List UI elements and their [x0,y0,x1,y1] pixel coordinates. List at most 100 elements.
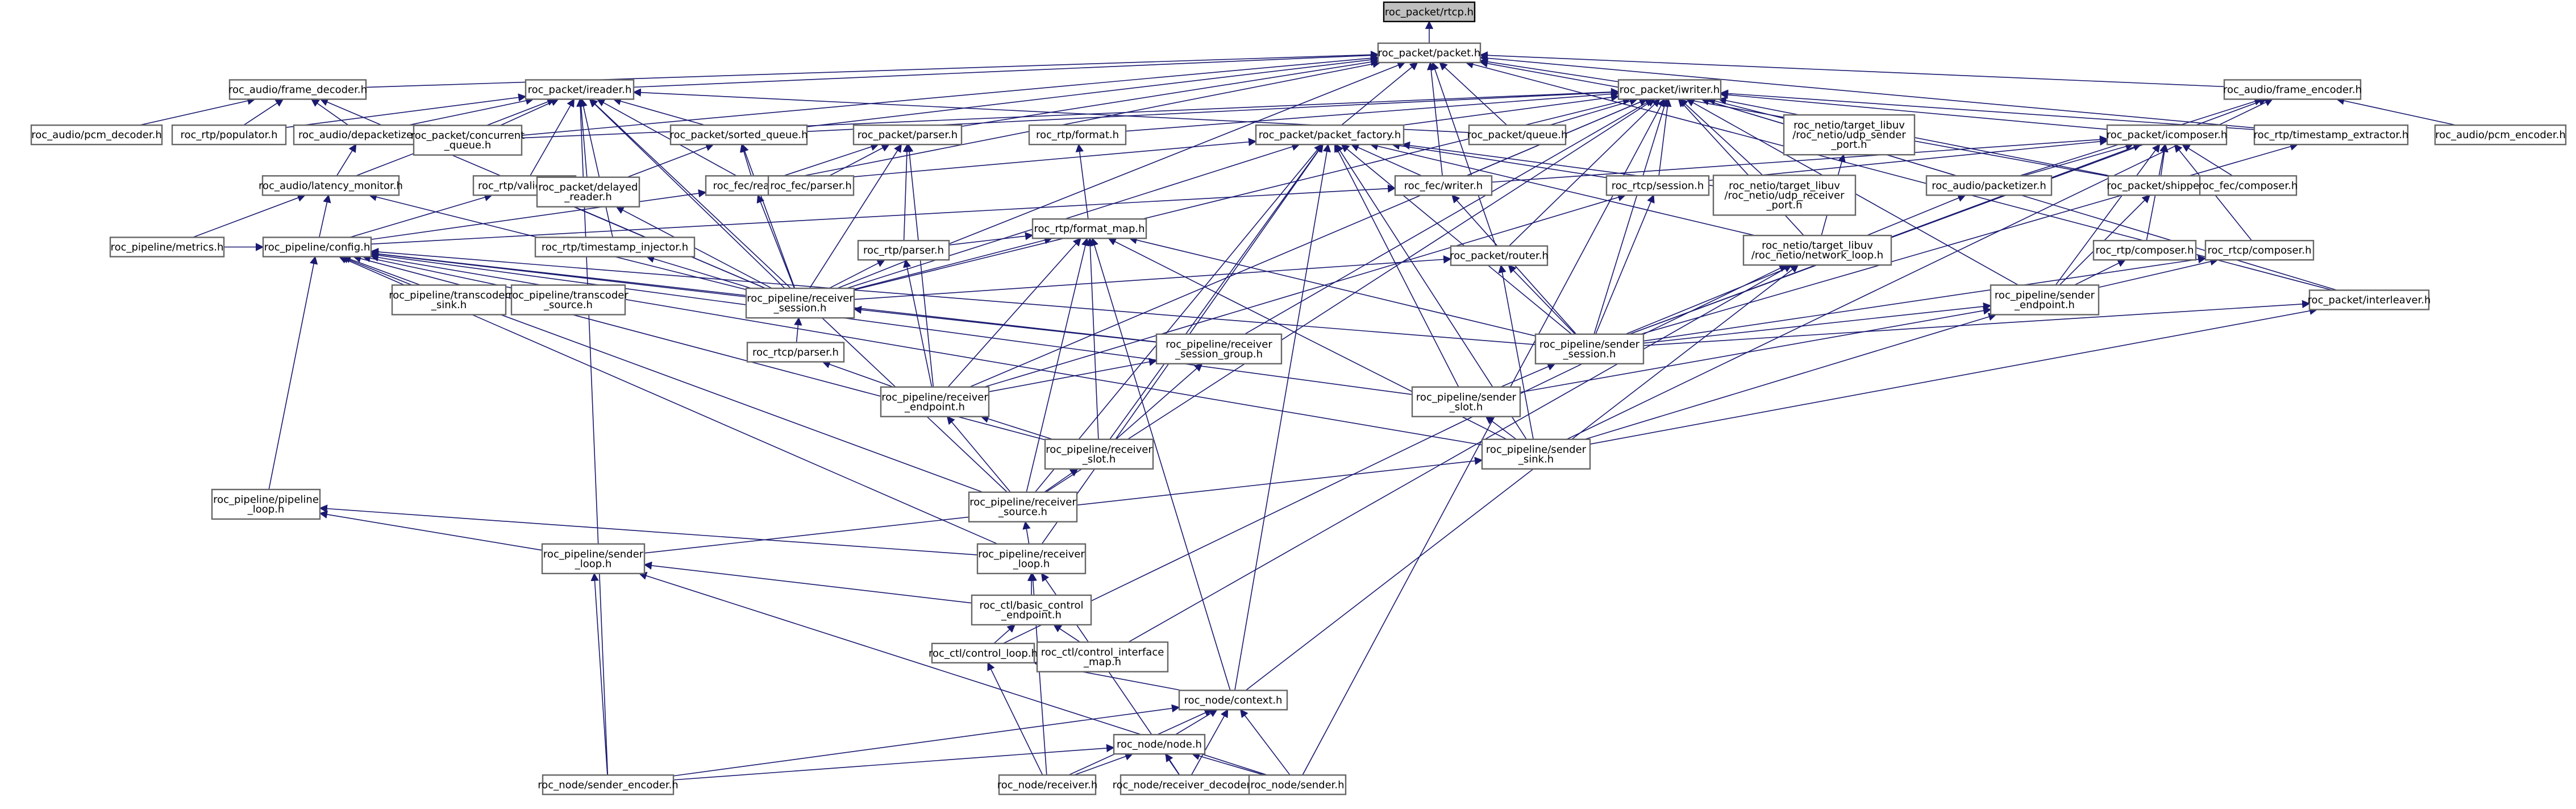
graph-node-control-loop[interactable]: roc_ctl/control_loop.h [929,642,1038,664]
graph-node-receiver-endpoint[interactable]: roc_pipeline/receiver_endpoint.h [880,386,990,417]
graph-node-rtp-parser[interactable]: roc_rtp/parser.h [857,239,950,261]
include-edge-sender_session-to-sender_endpoint [1643,302,1992,344]
node-label: roc_packet/sorted_queue.h [669,129,808,141]
graph-node-format-map[interactable]: roc_rtp/format_map.h [1031,218,1147,239]
graph-node-router[interactable]: roc_packet/router.h [1450,245,1549,266]
graph-node-audiodepacketizer[interactable]: roc_audio/depacketizer.h [293,124,431,146]
graph-node-sender-session[interactable]: roc_pipeline/sender_session.h [1534,333,1645,364]
include-edge-config-to-fec_writer [371,184,1396,245]
graph-node-receiver-source[interactable]: roc_pipeline/receiver_source.h [968,491,1078,522]
include-edge-receiver_slot-to-receiver_endpoint [980,414,1053,440]
graph-node-pkt-iwriter[interactable]: roc_packet/iwriter.h [1617,79,1722,100]
node-box [1113,733,1206,755]
graph-node-frame-encoder[interactable]: roc_audio/frame_encoder.h [2223,79,2362,100]
graph-node-concurrent-queue[interactable]: roc_packet/concurrent_queue.h [411,125,525,156]
graph-nodes: roc_packet/rtcp.hroc_packet/packet.hroc_… [30,1,2567,795]
graph-node-receiver-session[interactable]: roc_pipeline/receiver_session.h [745,287,855,319]
include-edge-control_loop-to-network_loop [1002,264,1788,644]
include-edge-pcm_encoder-to-frame_encoder [2336,97,2457,126]
graph-node-basic-control-endpoint[interactable]: roc_ctl/basic_control_endpoint.h [971,594,1092,626]
graph-node-netio-sender-port[interactable]: roc_netio/target_libuv/roc_netio/udp_sen… [1783,114,1916,156]
node-label: roc_packet/iwriter.h [1620,84,1720,96]
graph-node-node-context[interactable]: roc_node/context.h [1178,690,1288,711]
include-edge-receiver_endpoint-to-pkt_parser [905,143,934,387]
graph-node-sender-encoder[interactable]: roc_node/sender_encoder.h [538,774,679,795]
graph-node-receiver-loop[interactable]: roc_pipeline/receiver_loop.h [976,543,1087,575]
node-label: roc_pipeline/sender [1539,338,1640,350]
graph-node-interleaver[interactable]: roc_packet/interleaver.h [2308,289,2431,310]
edge [1679,98,1763,176]
graph-node-shipper[interactable]: roc_packet/shipper.h [2107,175,2212,196]
graph-node-node-node[interactable]: roc_node/node.h [1113,733,1206,755]
node-label: _sink.h [431,299,467,311]
node-label: _map.h [1083,656,1121,668]
node-box [2308,289,2430,310]
edge [1584,313,1997,440]
graph-node-sender-loop[interactable]: roc_pipeline/sender_loop.h [541,543,646,575]
graph-node-pcm-encoder[interactable]: roc_audio/pcm_encoder.h [2434,124,2567,146]
edge [370,247,1536,345]
node-box [746,342,845,363]
graph-node-latency-monitor[interactable]: roc_audio/latency_monitor.h [259,175,403,196]
node-label: roc_ctl/control_interface [1041,646,1164,658]
graph-node-rtcp-parser[interactable]: roc_rtcp/parser.h [746,342,845,363]
edge [1427,61,1443,176]
graph-node-metrics[interactable]: roc_pipeline/metrics.h [109,237,225,258]
graph-node-rtp-populator[interactable]: roc_rtp/populator.h [171,124,287,146]
graph-node-netio-receiver-port[interactable]: roc_netio/target_libuv/roc_netio/udp_rec… [1712,175,1857,216]
graph-node-icomposer[interactable]: roc_packet/icomposer.h [2107,124,2227,146]
edge [310,98,349,126]
graph-node-network-loop[interactable]: roc_netio/target_libuv/roc_netio/network… [1742,234,1892,266]
graph-node-rtcp-session[interactable]: roc_rtcp/session.h [1605,175,1710,196]
node-label: roc_packet/packet.h [1378,47,1481,59]
graph-node-fec-writer[interactable]: roc_fec/writer.h [1394,175,1493,196]
graph-node-pkt-parser[interactable]: roc_packet/parser.h [852,124,963,146]
graph-node-config[interactable]: roc_pipeline/config.h [262,237,372,258]
include-edge-sender_encoder-to-pkt_reader [576,98,609,775]
graph-node-audio-packetizer[interactable]: roc_audio/packetizer.h [1925,175,2053,196]
graph-node-sorted-queue[interactable]: roc_packet/sorted_queue.h [669,124,808,146]
graph-node-rtcp-composer[interactable]: roc_rtcp/composer.h [2204,239,2315,261]
graph-node-sender-endpoint[interactable]: roc_pipeline/sender_endpoint.h [1990,284,2100,316]
graph-node-fec-parser[interactable]: roc_fec/parser.h [767,175,855,196]
node-label: /roc_netio/udp_receiver [1724,189,1845,201]
node-label: _endpoint.h [2014,299,2075,311]
node-label: roc_pipeline/metrics.h [111,241,224,253]
graph-node-timestamp-extractor[interactable]: roc_rtp/timestamp_extractor.h [2254,124,2409,146]
edge [1086,237,1099,439]
graph-node-pcm-decoder[interactable]: roc_audio/pcm_decoder.h [30,124,163,146]
graph-node-pkt-reader[interactable]: roc_packet/ireader.h [525,79,635,100]
graph-node-packet[interactable]: roc_packet/packet.h [1377,42,1481,64]
graph-node-frame-decoder[interactable]: roc_audio/frame_decoder.h [228,79,367,100]
include-edge-sender_session-to-format_map [1129,236,1536,337]
node-box [1377,42,1481,64]
graph-node-delayed-reader[interactable]: roc_packet/delayed_reader.h [536,176,640,208]
graph-node-transcoder-source[interactable]: roc_pipeline/transcoder_source.h [508,284,629,316]
graph-node-sender-sink[interactable]: roc_pipeline/sender_sink.h [1481,438,1591,470]
graph-node-sender-slot[interactable]: roc_pipeline/sender_slot.h [1411,386,1521,417]
graph-node-receiver-session-group[interactable]: roc_pipeline/receiver_session_group.h [1155,333,1283,364]
node-label: _loop.h [1013,558,1050,570]
include-edge-receiver_source-to-packet_factory [1034,144,1322,493]
graph-node-pipeline-loop[interactable]: roc_pipeline/pipeline_loop.h [211,488,321,520]
graph-node-node-sender[interactable]: roc_node/sender.h [1248,774,1347,795]
graph-node-transcoder-sink[interactable]: roc_pipeline/transcoder_sink.h [389,284,509,316]
graph-node-control-interface-map[interactable]: roc_ctl/control_interface_map.h [1036,641,1169,673]
graph-node-pkt-queue[interactable]: roc_packet/queue.h [1467,124,1568,146]
node-label: roc_rtp/timestamp_extractor.h [2254,129,2409,141]
node-label: roc_pipeline/receiver [1046,443,1152,455]
graph-node-rtp-composer[interactable]: roc_rtp/composer.h [2092,239,2197,261]
graph-node-fec-composer[interactable]: roc_fec/composer.h [2199,175,2298,196]
node-label: roc_rtcp/session.h [1612,180,1704,192]
graph-node-receiver-decoder[interactable]: roc_node/receiver_decoder.h [1113,774,1260,795]
graph-node-node-receiver[interactable]: roc_node/receiver.h [997,774,1098,795]
include-edge-control_loop-to-basic_control_endpoint [993,624,1016,644]
include-edge-rtcp_session-to-icomposer [1708,137,2108,181]
graph-node-timestamp-injector[interactable]: roc_rtp/timestamp_injector.h [534,237,696,258]
node-box [262,237,372,258]
include-edge-node_context-to-packet_factory [1234,143,1331,691]
graph-node-packet-factory[interactable]: roc_packet/packet_factory.h [1255,124,1405,146]
graph-node-rtp-format[interactable]: roc_rtp/format.h [1028,124,1127,146]
graph-node-receiver-slot[interactable]: roc_pipeline/receiver_slot.h [1044,438,1154,470]
include-edge-receiver_endpoint-to-rtcp_parser [822,360,894,388]
